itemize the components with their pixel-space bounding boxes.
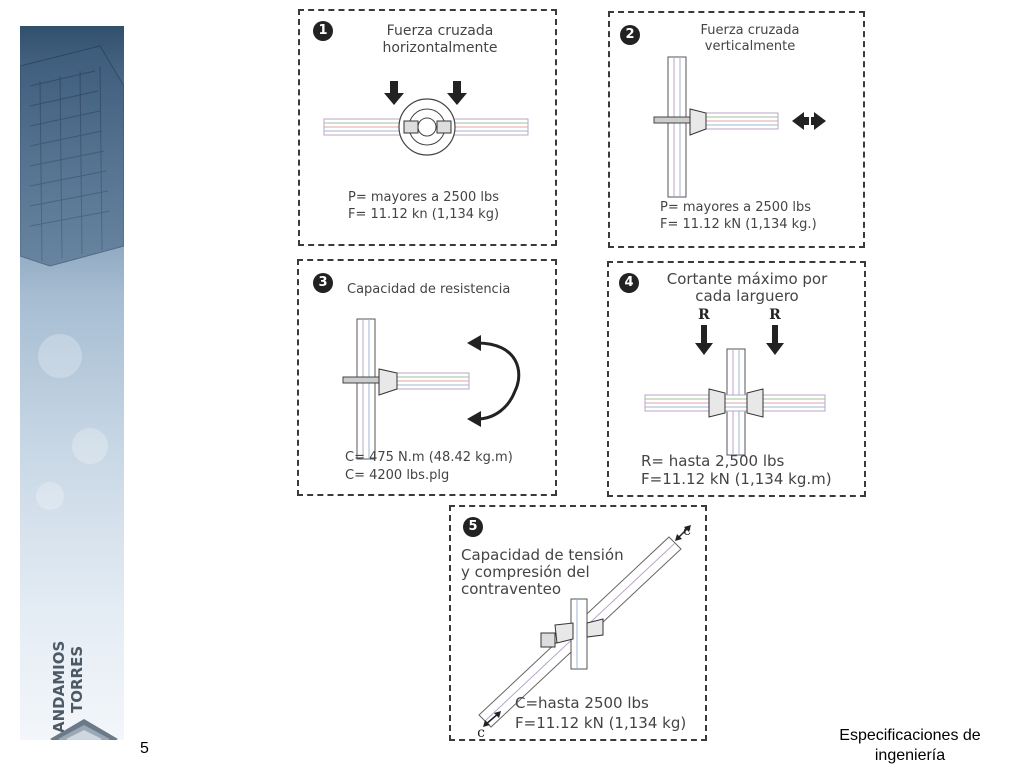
spec-line: F=11.12 kN (1,134 kg) xyxy=(515,714,687,732)
bracing-diagram: c c xyxy=(477,523,691,739)
spec-line: F= 11.12 kn (1,134 kg) xyxy=(348,207,500,222)
page-number: 5 xyxy=(140,740,149,757)
horizontal-ledger-pipe xyxy=(644,388,826,418)
footer-title-line: ingeniería xyxy=(874,747,946,764)
curved-arrow-icon xyxy=(467,335,521,427)
spec-panel-2: 2 Fuerza cruzada verticalmente P= mayore… xyxy=(608,11,865,248)
spec-panel-5: c c 5 Capacidad de tensión y compresión … xyxy=(449,505,707,741)
panel-specs: P= mayores a 2500 lbs F= 11.12 kn (1,134… xyxy=(348,189,499,223)
panel-number-badge: 5 xyxy=(463,517,483,537)
panel-title: Fuerza cruzada horizontalmente xyxy=(360,23,520,57)
spec-line: P= mayores a 2500 lbs xyxy=(348,190,500,205)
double-arrow-icon xyxy=(483,711,501,727)
coupler-diagram-2 xyxy=(653,56,826,198)
panel-title-line: Capacidad de resistencia xyxy=(347,282,511,297)
panel-title-line: Fuerza cruzada xyxy=(386,23,494,39)
panel-specs: C=hasta 2500 lbs F=11.12 kN (1,134 kg) xyxy=(515,693,686,733)
rosette-coupler xyxy=(398,98,456,156)
brand-logo: ANDAMIOS TORRES xyxy=(48,596,118,740)
force-label-r: R xyxy=(769,307,781,323)
spec-line: R= hasta 2,500 lbs xyxy=(641,452,785,470)
horizontal-ledger-pipe xyxy=(342,368,470,396)
panel-title-line: cada larguero xyxy=(695,287,799,305)
panel-title-line: Fuerza cruzada xyxy=(700,23,800,38)
spec-line: C=hasta 2500 lbs xyxy=(515,694,649,712)
panel-title: Cortante máximo por cada larguero xyxy=(647,271,847,305)
down-arrow-icon xyxy=(447,81,467,105)
panel-title-line: horizontalmente xyxy=(382,40,498,56)
panel-title-line: verticalmente xyxy=(704,39,796,54)
footer-title-line: Especificaciones de xyxy=(839,727,981,744)
spec-panel-1: 1 Fuerza cruzada horizontalmente P= mayo… xyxy=(298,9,557,246)
panel-specs: R= hasta 2,500 lbs F=11.12 kN (1,134 kg.… xyxy=(641,452,832,488)
down-arrow-icon xyxy=(384,81,404,105)
double-arrow-icon xyxy=(675,525,691,541)
down-arrow-icon xyxy=(766,325,784,355)
double-arrow-icon xyxy=(792,112,826,130)
force-label-c: c xyxy=(683,523,691,539)
brace-couplers xyxy=(540,618,604,648)
spec-line: F=11.12 kN (1,134 kg.m) xyxy=(641,470,832,488)
building-photo xyxy=(20,45,124,510)
spec-line: C= 4200 lbs.plg xyxy=(345,468,450,483)
vertical-standard-pipe xyxy=(356,318,376,460)
panel-number-badge: 1 xyxy=(313,21,333,41)
footer-title: Especificaciones de ingeniería xyxy=(820,726,1000,766)
coupler-diagram-3 xyxy=(342,318,521,460)
panel-title-line: Capacidad de tensión xyxy=(461,546,624,564)
spec-line: C= 475 N.m (48.42 kg.m) xyxy=(345,450,513,465)
sidebar-banner: ANDAMIOS TORRES xyxy=(20,26,124,740)
down-arrow-icon xyxy=(695,325,713,355)
panel-title-line: y compresión del xyxy=(461,563,590,581)
logo-word-torres: TORRES xyxy=(68,646,86,713)
panel-specs: C= 475 N.m (48.42 kg.m) C= 4200 lbs.plg xyxy=(345,449,513,485)
panel-title: Capacidad de resistencia xyxy=(347,281,527,298)
panel-title-line: Cortante máximo por xyxy=(666,270,828,288)
panel-title: Fuerza cruzada verticalmente xyxy=(670,23,830,55)
spec-panel-4: R R 4 Cortante máximo por cada larguero … xyxy=(607,261,866,497)
spec-panel-3: 3 Capacidad de resistencia C= 475 N.m (4… xyxy=(297,259,557,496)
panel-number-badge: 2 xyxy=(620,25,640,45)
panel-title-line: contraventeo xyxy=(461,580,562,598)
force-label-r: R xyxy=(698,307,710,323)
vertical-standard-pipe xyxy=(667,56,687,198)
logo-word-andamios: ANDAMIOS xyxy=(50,641,68,733)
spec-line: F= 11.12 kN (1,134 kg.) xyxy=(660,217,817,232)
force-label-c: c xyxy=(477,725,485,739)
horizontal-ledger-pipe xyxy=(653,108,779,136)
coupler-diagram-1 xyxy=(323,81,529,156)
panel-number-badge: 4 xyxy=(619,273,639,293)
panel-number-badge: 3 xyxy=(313,273,333,293)
spec-line: P= mayores a 2500 lbs xyxy=(660,200,812,215)
panel-specs: P= mayores a 2500 lbs F= 11.12 kN (1,134… xyxy=(660,199,817,233)
coupler-diagram-4: R R xyxy=(644,307,826,456)
panel-title: Capacidad de tensión y compresión del co… xyxy=(461,547,661,598)
